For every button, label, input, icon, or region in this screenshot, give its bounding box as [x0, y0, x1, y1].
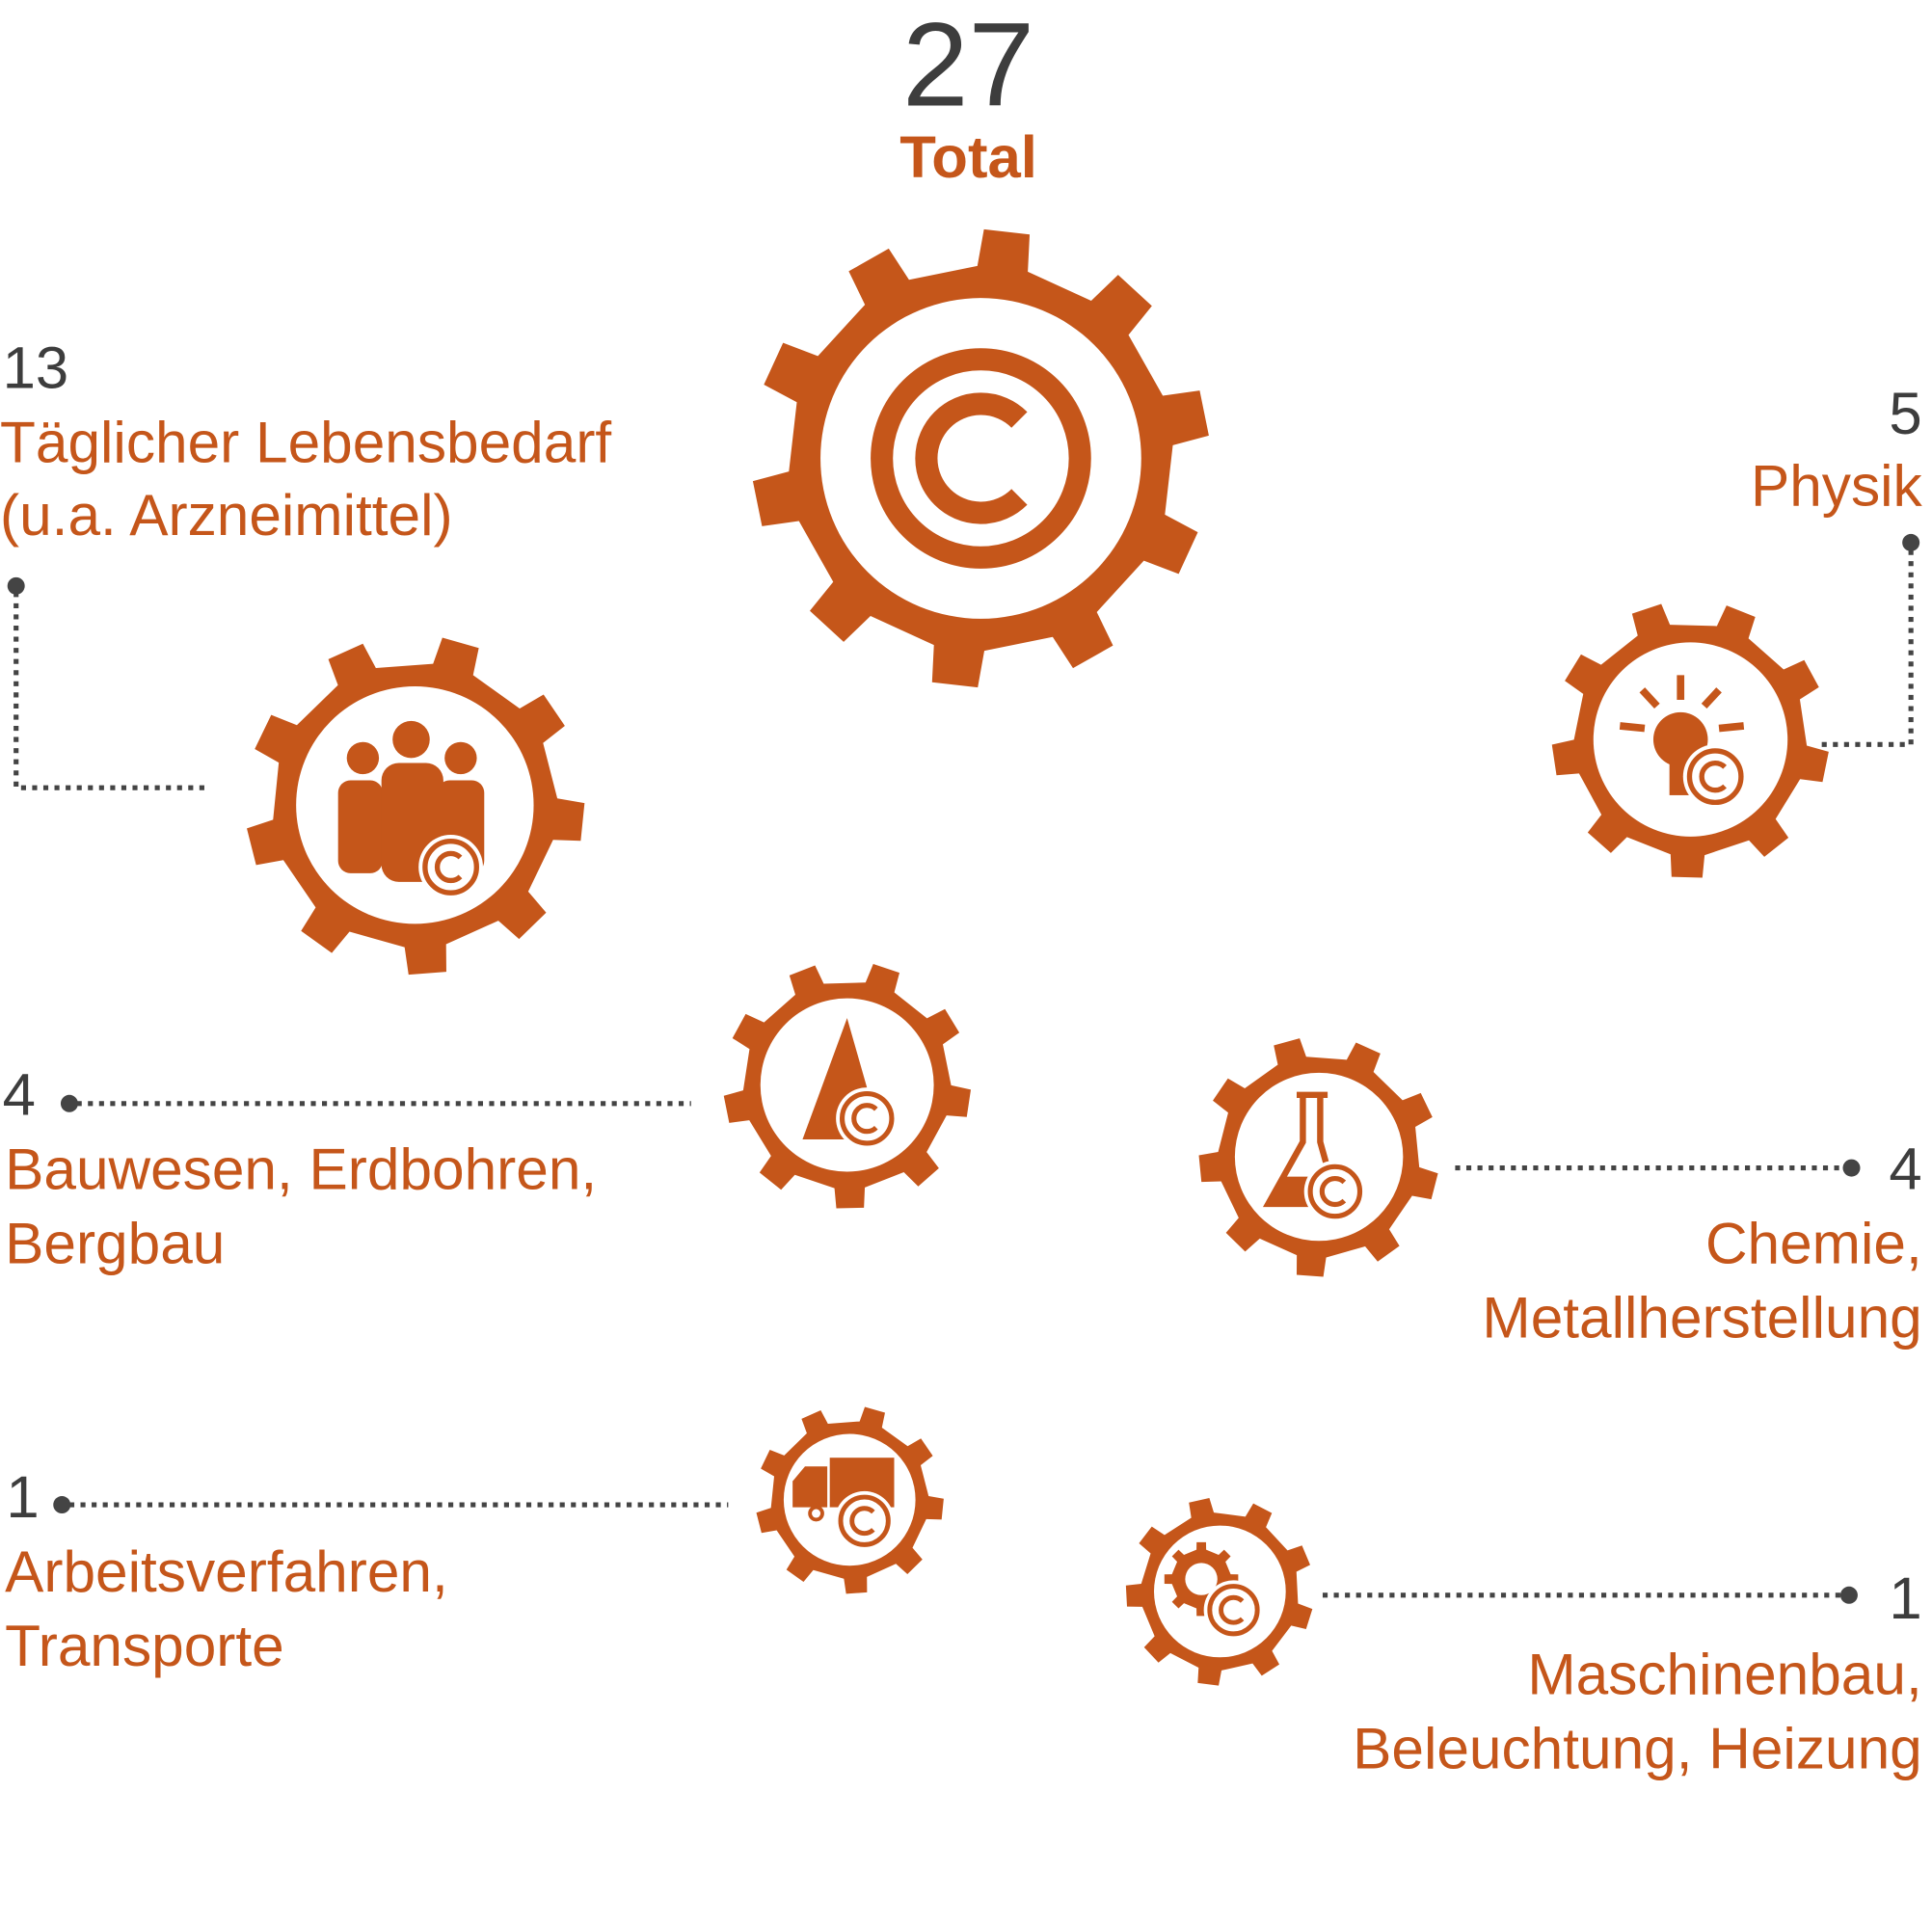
leader-dot — [60, 1094, 78, 1112]
c-letter — [434, 850, 463, 884]
category-count: 13 — [3, 334, 69, 401]
category-bau: 4 Bauwesen, Erdbohren, Bergbau — [3, 1061, 598, 1275]
copyright-badge-icon — [1303, 1160, 1366, 1223]
person-head — [346, 741, 380, 775]
gear-icons — [247, 228, 1829, 1686]
total-label: Total — [899, 124, 1037, 191]
c-letter — [915, 392, 1028, 524]
c-letter — [851, 1103, 878, 1135]
total-value: 27 — [902, 0, 1034, 131]
category-label: Maschinenbau, — [1527, 1642, 1921, 1707]
copyright-gear-icon — [752, 228, 1209, 688]
leader-dot — [7, 576, 25, 595]
truck-wheel — [808, 1505, 824, 1522]
leader-line-physik — [1817, 549, 1914, 747]
category-label: Metallherstellung — [1482, 1285, 1921, 1351]
copyright-badge-icon — [834, 1490, 895, 1551]
lightbulb-gear-icon — [1551, 603, 1829, 878]
truck-gear-icon — [756, 1406, 944, 1594]
c-letter — [1219, 1594, 1245, 1625]
category-count: 1 — [6, 1464, 39, 1531]
machine-gear-icon — [1125, 1497, 1313, 1686]
copyright-badge-icon — [418, 835, 483, 899]
category-transport: 1 Arbeitsverfahren, Transporte — [5, 1464, 448, 1678]
category-label: Beleuchtung, Heizung — [1353, 1716, 1922, 1781]
c-letter — [1319, 1176, 1347, 1207]
category-label: Täglicher Lebensbedarf — [0, 409, 611, 474]
c-letter — [1699, 761, 1727, 793]
category-alltag: 13 Täglicher Lebensbedarf (u.a. Arzneimi… — [0, 334, 611, 548]
category-label: Arbeitsverfahren, — [5, 1538, 448, 1604]
truck-cab — [792, 1466, 828, 1508]
copyright-badge-icon — [1682, 744, 1748, 810]
category-label: Physik — [1751, 452, 1923, 518]
category-count: 1 — [1889, 1565, 1921, 1632]
gear-hole — [820, 298, 1141, 619]
category-label: Bergbau — [5, 1211, 225, 1276]
people-gear-icon — [247, 637, 585, 976]
leader-dot — [53, 1496, 71, 1514]
category-label: (u.a. Arzneimittel) — [0, 482, 453, 548]
leader-dot — [1842, 1159, 1861, 1177]
category-count: 5 — [1889, 381, 1921, 447]
c-letter — [849, 1506, 875, 1537]
category-count: 4 — [3, 1061, 36, 1128]
bulb-ray — [1701, 687, 1722, 709]
copyright-badge-icon — [1203, 1580, 1264, 1641]
category-label: Transporte — [5, 1613, 284, 1678]
bulb-ray — [1718, 722, 1745, 733]
category-count: 4 — [1889, 1136, 1921, 1202]
bulb-ray — [1619, 722, 1646, 733]
person-body — [337, 780, 383, 873]
leader-dot — [1839, 1586, 1858, 1604]
category-physik: 5 Physik — [1751, 381, 1923, 519]
leader-lines — [7, 533, 1920, 1604]
flask-gear-icon — [1198, 1038, 1438, 1277]
leader-line-alltag — [13, 592, 206, 790]
leader-dot — [1902, 533, 1920, 551]
category-chemie: 4 Chemie, Metallherstellung — [1482, 1136, 1921, 1350]
category-label: Bauwesen, Erdbohren, — [5, 1136, 597, 1201]
category-maschinen: 1 Maschinenbau, Beleuchtung, Heizung — [1353, 1565, 1922, 1780]
person-head — [392, 720, 430, 759]
person-head — [444, 741, 477, 775]
triangle-gear-icon — [723, 964, 972, 1209]
category-label: Chemie, — [1705, 1211, 1922, 1276]
copyright-badge-icon — [836, 1087, 899, 1150]
bulb-ray — [1639, 687, 1660, 709]
